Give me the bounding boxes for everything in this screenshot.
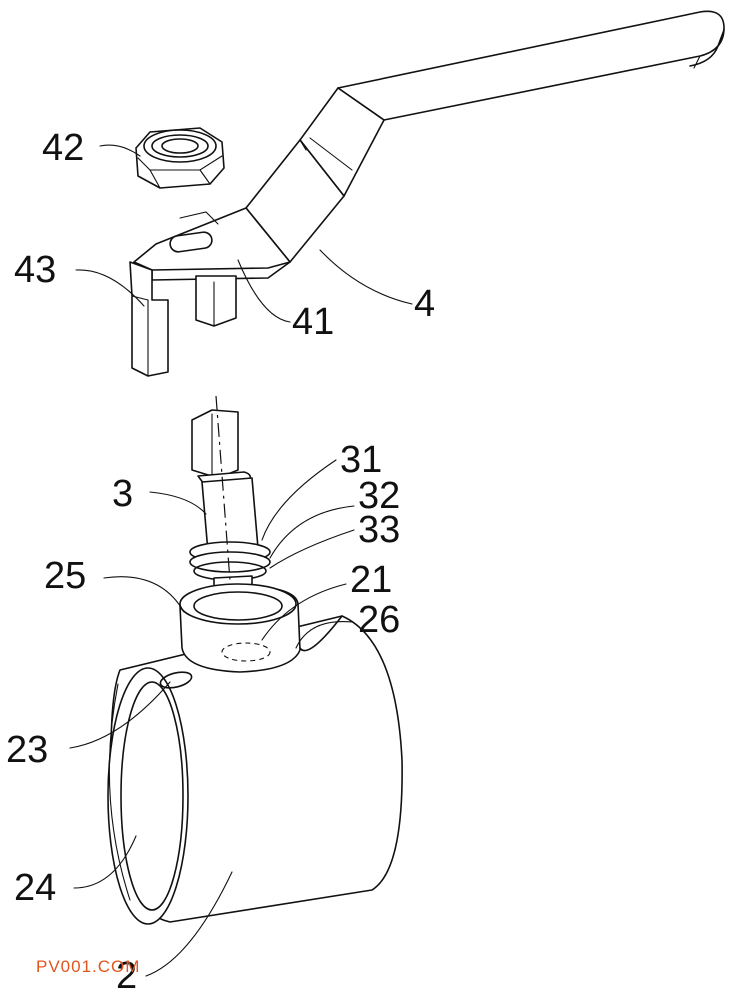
label-31: 31: [340, 439, 382, 481]
label-26: 26: [358, 599, 400, 641]
label-2: 2: [116, 955, 137, 997]
valve-body-part: [107, 583, 403, 925]
label-4: 4: [414, 283, 435, 325]
part-labels: 42 43 41 4 3 31 32 33 25 21 26 23 24 2 P…: [6, 127, 435, 997]
label-32: 32: [358, 475, 400, 517]
label-33: 33: [358, 509, 400, 551]
label-41: 41: [292, 301, 334, 343]
label-21: 21: [350, 559, 392, 601]
watermark-text: PV001.COM: [36, 957, 140, 976]
label-42: 42: [42, 127, 84, 169]
handle-part: [129, 10, 725, 377]
label-43: 43: [14, 249, 56, 291]
nut-part: [135, 127, 225, 189]
stem-part: [189, 395, 271, 661]
label-25: 25: [44, 555, 86, 597]
label-3: 3: [112, 473, 133, 515]
label-23: 23: [6, 729, 48, 771]
leader-lines: [69, 144, 413, 977]
label-24: 24: [14, 867, 56, 909]
